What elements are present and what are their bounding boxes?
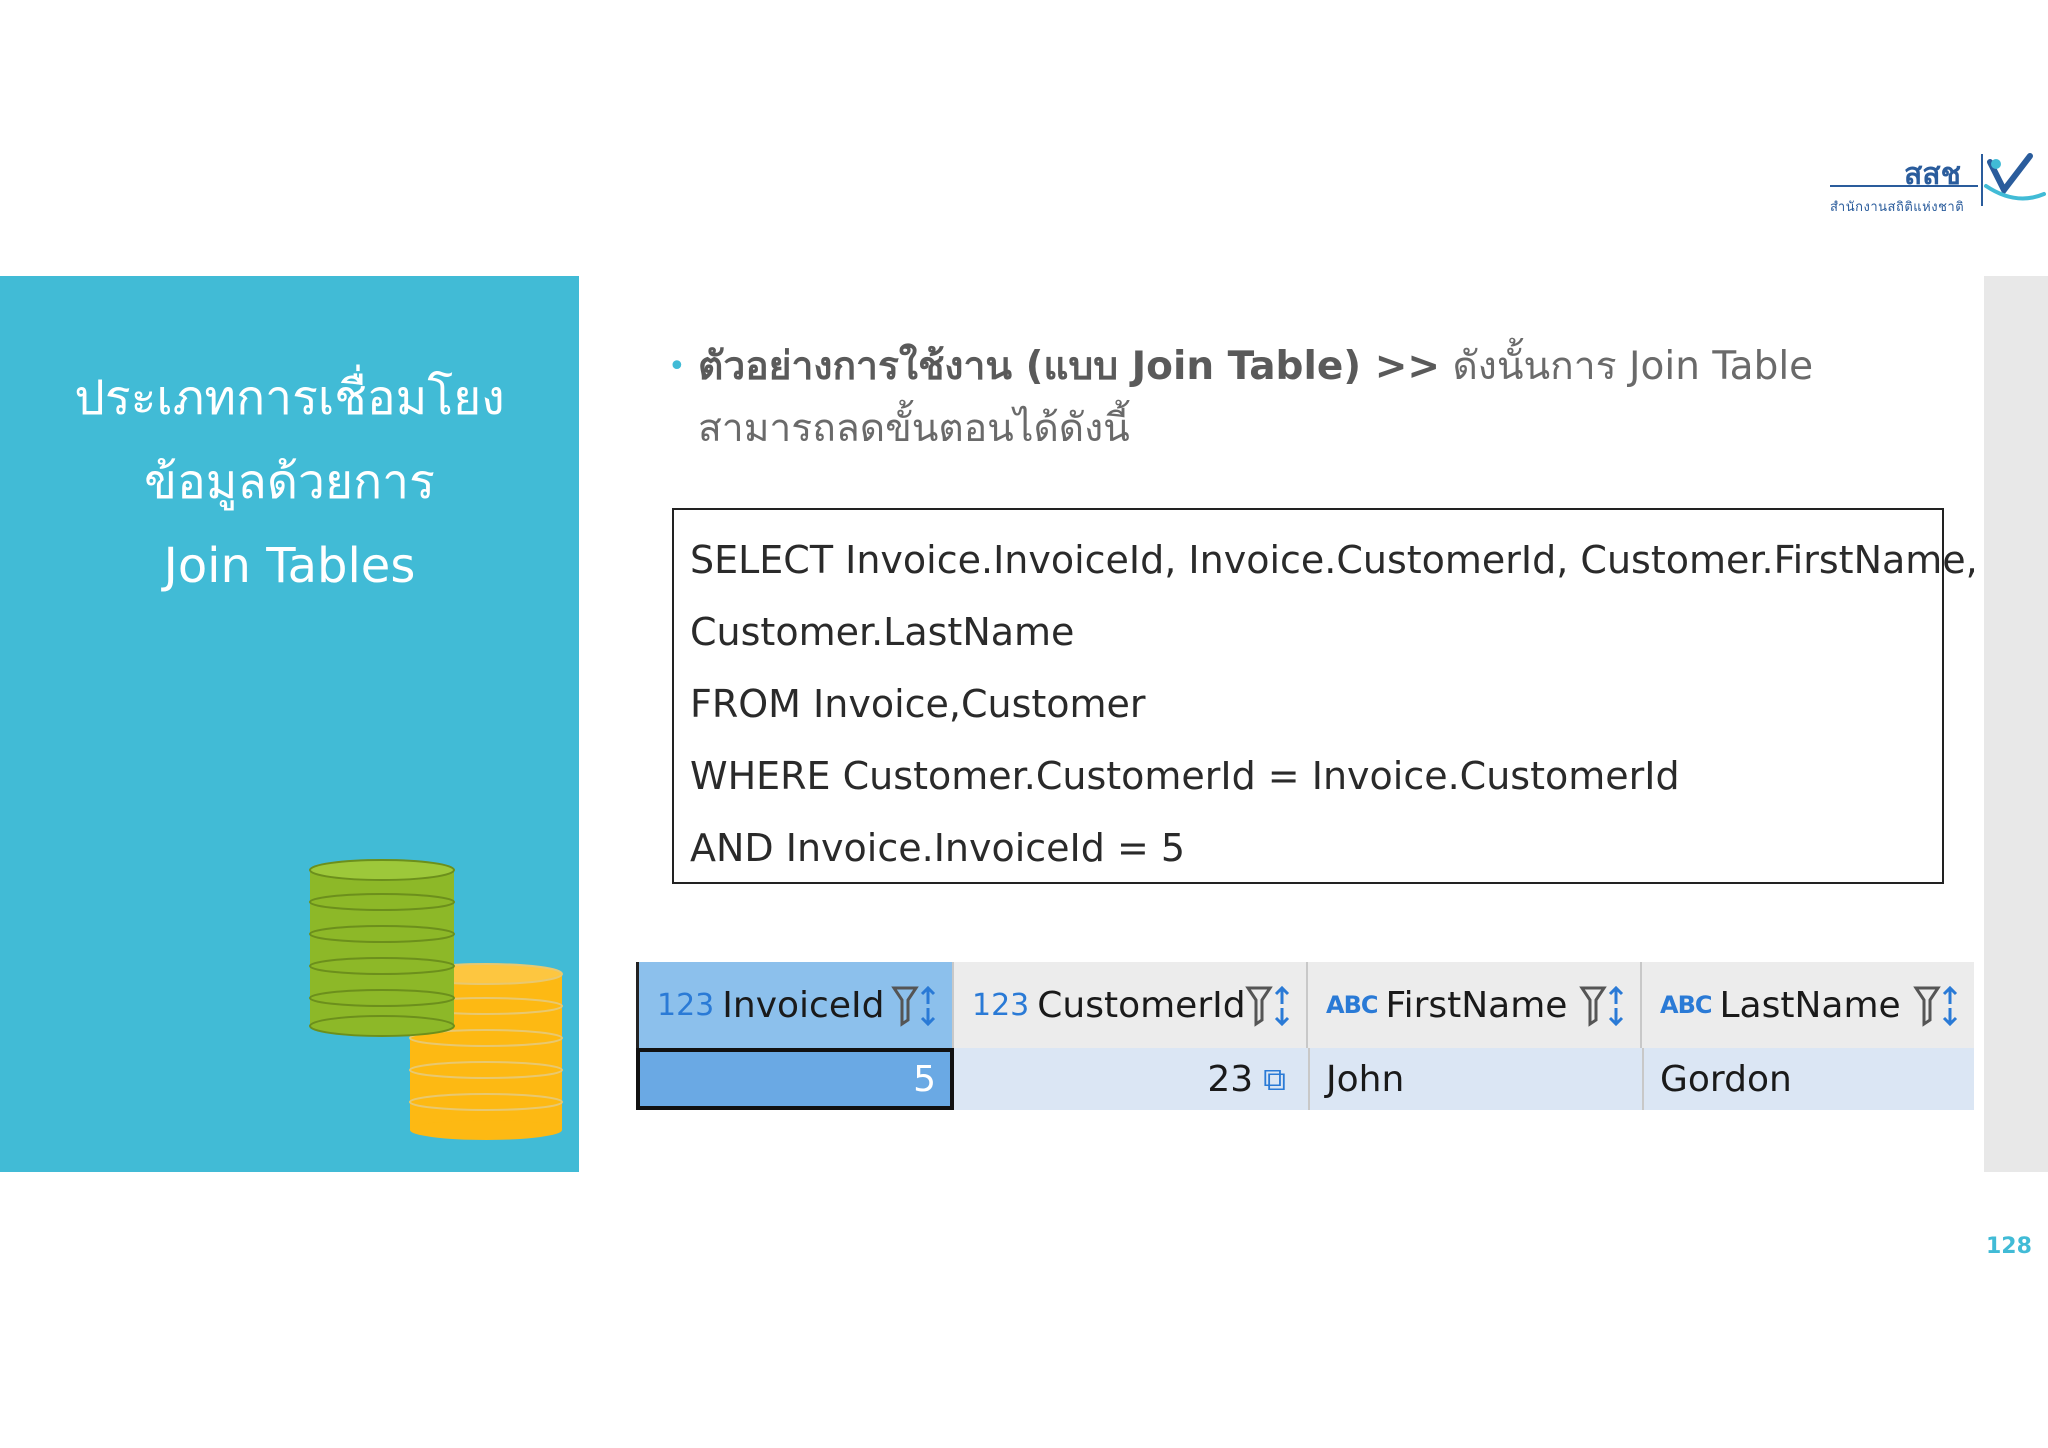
- sql-line-2: Customer.LastName: [690, 610, 1075, 654]
- column-header-label: InvoiceId: [722, 984, 885, 1026]
- bullet-text: ตัวอย่างการใช้งาน (แบบ Join Table) >> ดั…: [698, 336, 1928, 460]
- sql-line-5: AND Invoice.InvoiceId = 5: [690, 826, 1186, 870]
- result-grid: 123 InvoiceId 123 CustomerId ABC FirstNa…: [636, 962, 1974, 1110]
- text-type-icon: ABC: [1326, 991, 1378, 1019]
- logo-abbr: สสช: [1904, 157, 1961, 192]
- cell-invoiceid[interactable]: 5: [636, 1048, 954, 1110]
- sql-query-box: SELECT Invoice.InvoiceId, Invoice.Custom…: [672, 508, 1978, 884]
- bullet-normal-text: ดังนั้นการ Join Table: [1440, 344, 1814, 389]
- column-header-firstname[interactable]: ABC FirstName: [1308, 962, 1642, 1048]
- filter-sort-icon[interactable]: [1578, 984, 1630, 1028]
- page-number: 128: [1986, 1234, 2032, 1259]
- title-panel: ประเภทการเชื่อมโยง ข้อมูลด้วยการ Join Ta…: [0, 276, 579, 1172]
- grid-header: 123 InvoiceId 123 CustomerId ABC FirstNa…: [636, 962, 1974, 1048]
- panel-title-line-3: Join Tables: [163, 538, 416, 594]
- column-header-label: LastName: [1719, 984, 1901, 1026]
- nso-logo-mark: สสช: [1830, 153, 2046, 206]
- column-header-invoiceid[interactable]: 123 InvoiceId: [636, 962, 954, 1048]
- bullet-line-2: สามารถลดขั้นตอนได้ดังนี้: [698, 406, 1130, 451]
- sql-line-4: WHERE Customer.CustomerId = Invoice.Cust…: [690, 754, 1680, 798]
- green-coin-stack: [309, 859, 455, 1037]
- panel-title: ประเภทการเชื่อมโยง ข้อมูลด้วยการ Join Ta…: [0, 356, 579, 608]
- nso-logo: สสช: [1826, 150, 2046, 210]
- coin-stacks-icon: [309, 859, 563, 1140]
- numeric-type-icon: 123: [657, 987, 715, 1023]
- sql-line-3: FROM Invoice,Customer: [690, 682, 1146, 726]
- column-separator: [1642, 1048, 1644, 1110]
- filter-sort-icon[interactable]: [1244, 984, 1296, 1028]
- logo-org-text: สำนักงานสถิติแห่งชาติ: [1830, 200, 1965, 215]
- bullet-bold-text: ตัวอย่างการใช้งาน (แบบ Join Table) >>: [698, 344, 1441, 389]
- column-header-label: FirstName: [1385, 984, 1568, 1026]
- cell-lastname[interactable]: Gordon: [1660, 1058, 1792, 1100]
- sql-line-1: SELECT Invoice.InvoiceId, Invoice.Custom…: [690, 538, 1978, 582]
- bullet-dot-icon: •: [668, 349, 686, 384]
- cell-customerid-value: 23: [1207, 1058, 1254, 1100]
- panel-title-line-2: ข้อมูลด้วยการ: [144, 454, 435, 510]
- cell-customerid[interactable]: 23 ⧉: [954, 1048, 1308, 1110]
- table-row[interactable]: 5 23 ⧉ John Gordon: [636, 1048, 1974, 1110]
- column-header-lastname[interactable]: ABC LastName: [1642, 962, 1974, 1048]
- open-link-icon[interactable]: ⧉: [1263, 1059, 1286, 1098]
- filter-sort-icon[interactable]: [1912, 984, 1964, 1028]
- column-header-customerid[interactable]: 123 CustomerId: [954, 962, 1308, 1048]
- panel-title-line-1: ประเภทการเชื่อมโยง: [74, 370, 505, 426]
- cell-firstname[interactable]: John: [1326, 1058, 1405, 1100]
- column-header-label: CustomerId: [1037, 984, 1246, 1026]
- column-separator: [1308, 1048, 1310, 1110]
- text-type-icon: ABC: [1660, 991, 1712, 1019]
- right-side-strip: [1984, 276, 2048, 1172]
- bullet-point: • ตัวอย่างการใช้งาน (แบบ Join Table) >> …: [668, 336, 1928, 460]
- numeric-type-icon: 123: [972, 987, 1030, 1023]
- filter-sort-icon[interactable]: [890, 984, 942, 1028]
